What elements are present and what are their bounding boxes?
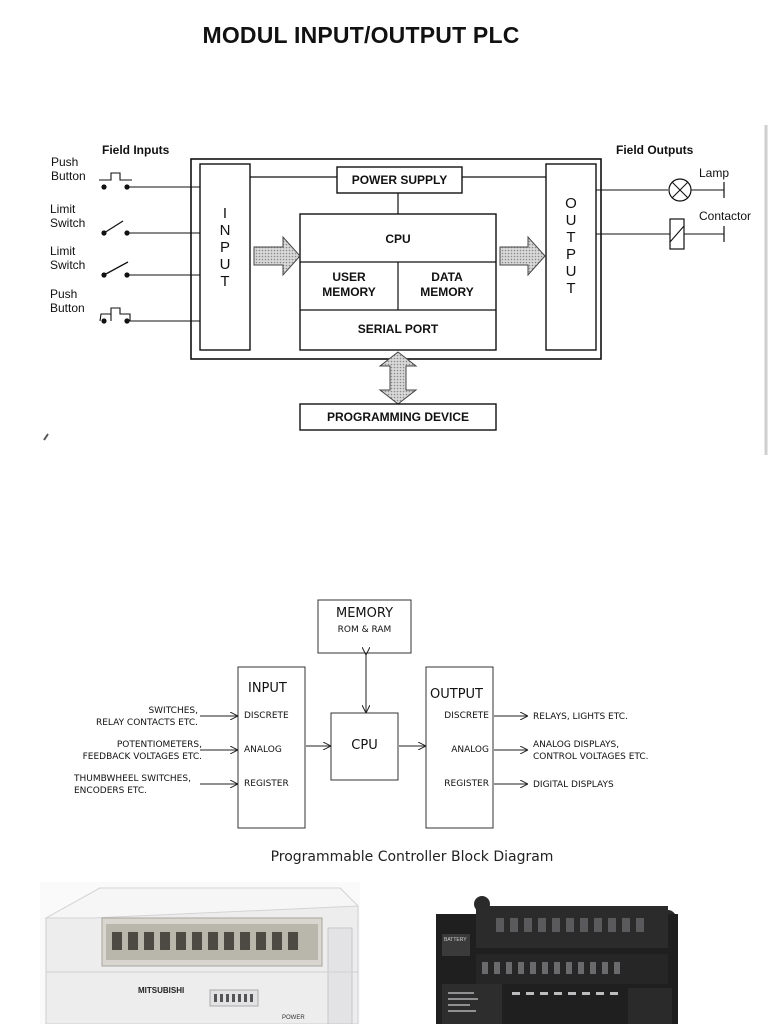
input-row-analog: ANALOG bbox=[244, 745, 282, 755]
field-outputs-label: Field Outputs bbox=[616, 143, 694, 157]
cpu-box bbox=[330, 712, 399, 781]
output-module-label: O U T P U T bbox=[565, 195, 577, 297]
input-label-push-button: Push Button bbox=[51, 155, 86, 183]
input-label-push-button: Push Button bbox=[50, 287, 85, 315]
programming-device-box bbox=[299, 403, 497, 431]
left-label-thumbwheel: THUMBWHEEL SWITCHES, ENCODERS ETC. bbox=[74, 774, 191, 796]
limit-switch-symbol bbox=[101, 261, 130, 278]
output-box bbox=[425, 666, 494, 829]
output-row-analog: ANALOG bbox=[451, 745, 489, 755]
programming-device-label: PROGRAMMING DEVICE bbox=[326, 410, 469, 424]
input-title: INPUT bbox=[248, 681, 287, 696]
page-title: MODUL INPUT/OUTPUT PLC bbox=[202, 22, 520, 48]
plc-io-block-diagram bbox=[43, 125, 768, 455]
field-inputs-label: Field Inputs bbox=[102, 143, 170, 157]
push-button-symbol bbox=[99, 172, 132, 190]
data-memory-label: DATA MEMORY bbox=[420, 270, 474, 299]
user-memory-label: USER MEMORY bbox=[322, 270, 376, 299]
cpu-label: CPU bbox=[385, 232, 411, 246]
mitsubishi-plc-photo: MITSUBISHI POWER bbox=[40, 882, 360, 1024]
memory-label: MEMORY ROM & RAM bbox=[335, 606, 394, 635]
input-to-cpu-arrow bbox=[253, 235, 301, 277]
serial-port-label: SERIAL PORT bbox=[357, 322, 439, 336]
input-label-limit-switch: Limit Switch bbox=[50, 244, 86, 272]
memory-box bbox=[317, 599, 412, 654]
input-row-register: REGISTER bbox=[244, 779, 289, 789]
input-module-label: I N P U T bbox=[219, 205, 231, 290]
limit-switch-symbol bbox=[101, 220, 130, 236]
left-label-switches: SWITCHES, RELAY CONTACTS ETC. bbox=[95, 706, 198, 728]
right-label-relays: RELAYS, LIGHTS ETC. bbox=[533, 712, 628, 722]
diagram-caption: Programmable Controller Block Diagram bbox=[270, 849, 554, 865]
output-title: OUTPUT bbox=[430, 687, 483, 702]
power-label: POWER bbox=[282, 1015, 305, 1021]
input-row-discrete: DISCRETE bbox=[244, 711, 289, 721]
cpu-label: CPU bbox=[351, 738, 378, 753]
right-label-analog-displays: ANALOG DISPLAYS, CONTROL VOLTAGES ETC. bbox=[533, 740, 649, 762]
push-button-symbol bbox=[99, 307, 131, 324]
battery-label: BATTERY bbox=[444, 937, 467, 943]
omron-plc-photo: BATTERY bbox=[432, 888, 680, 1024]
output-row-discrete: DISCRETE bbox=[444, 711, 489, 721]
mitsubishi-brand-label: MITSUBISHI bbox=[138, 986, 185, 995]
input-module bbox=[199, 163, 251, 351]
output-row-register: REGISTER bbox=[444, 779, 489, 789]
programmable-controller-block-diagram bbox=[200, 599, 768, 829]
power-supply-box bbox=[336, 166, 463, 194]
contactor-symbol bbox=[669, 218, 725, 250]
left-label-potentiometers: POTENTIOMETERS, FEEDBACK VOLTAGES ETC. bbox=[82, 740, 202, 762]
output-label-contactor: Contactor bbox=[699, 209, 752, 223]
input-box bbox=[237, 666, 306, 829]
lamp-symbol bbox=[668, 178, 725, 202]
input-label-limit-switch: Limit Switch bbox=[50, 202, 86, 230]
power-supply-label: POWER SUPPLY bbox=[351, 173, 448, 187]
output-module bbox=[545, 163, 597, 351]
cpu-to-output-arrow bbox=[499, 235, 546, 277]
output-label-lamp: Lamp bbox=[699, 166, 730, 180]
right-label-digital-displays: DIGITAL DISPLAYS bbox=[533, 780, 614, 790]
